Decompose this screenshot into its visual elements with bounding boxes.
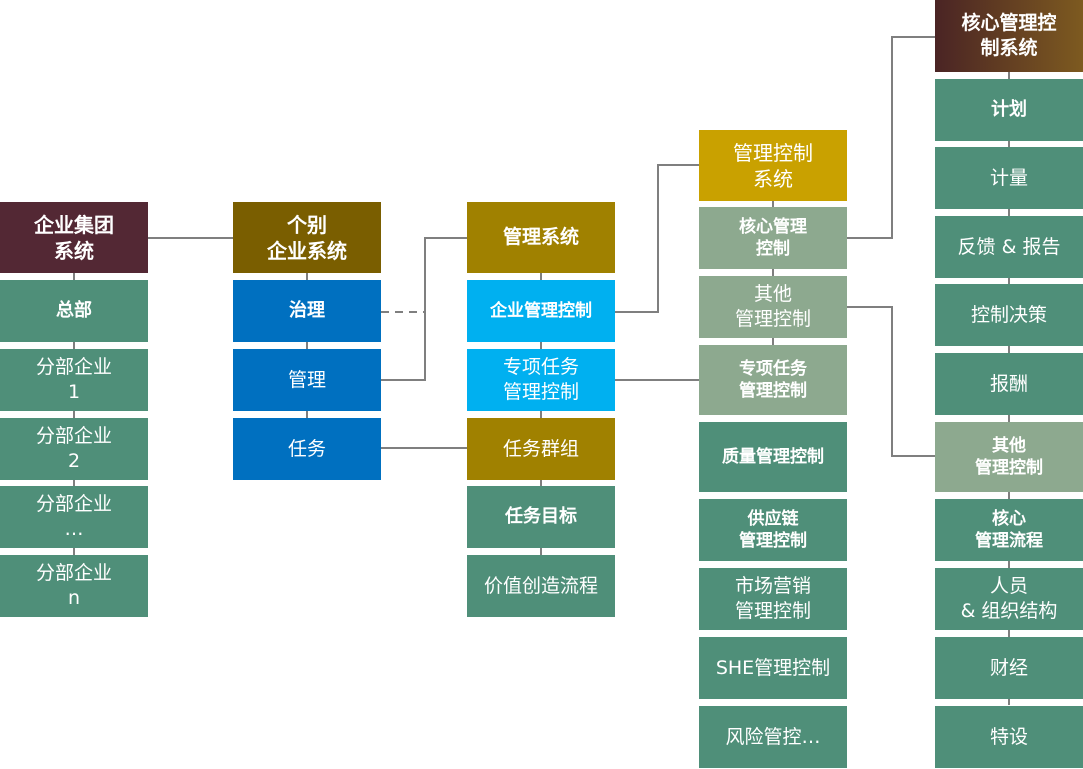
control-item-marketing: 市场营销 管理控制: [699, 568, 847, 630]
individual-item-task: 任务: [233, 418, 381, 480]
core-item-measure: 计量: [935, 147, 1083, 209]
core-item-reward: 报酬: [935, 353, 1083, 415]
control-item-special-task: 专项任务 管理控制: [699, 345, 847, 415]
group-system-header: 企业集团 系统: [0, 202, 148, 273]
core-item-other-control: 其他 管理控制: [935, 422, 1083, 492]
control-item-supply-chain: 供应链 管理控制: [699, 499, 847, 561]
group-item-division-n: 分部企业 n: [0, 555, 148, 617]
core-item-ad-hoc: 特设: [935, 706, 1083, 768]
management-item-special-task-control: 专项任务 管理控制: [467, 349, 615, 411]
core-item-feedback-report: 反馈 & 报告: [935, 216, 1083, 278]
management-item-value-creation: 价值创造流程: [467, 555, 615, 617]
management-item-task-goal: 任务目标: [467, 486, 615, 548]
management-item-enterprise-control: 企业管理控制: [467, 280, 615, 342]
control-system-header: 管理控制 系统: [699, 130, 847, 201]
core-item-control-decision: 控制决策: [935, 284, 1083, 346]
individual-item-management: 管理: [233, 349, 381, 411]
core-system-header: 核心管理控 制系统: [935, 0, 1083, 72]
control-item-quality: 质量管理控制: [699, 422, 847, 492]
control-item-risk: 风险管控…: [699, 706, 847, 768]
line-core-mc-to-core-system: [847, 36, 935, 239]
group-item-division-1: 分部企业 1: [0, 349, 148, 411]
core-item-finance: 财经: [935, 637, 1083, 699]
line-enterprise-control-to-mc-system: [615, 164, 699, 313]
group-item-headquarters: 总部: [0, 280, 148, 342]
group-item-division-2: 分部企业 2: [0, 418, 148, 480]
management-item-task-group: 任务群组: [467, 418, 615, 480]
individual-system-header: 个别 企业系统: [233, 202, 381, 273]
control-item-other: 其他 管理控制: [699, 276, 847, 338]
line-management-to-mgmt-system: [381, 237, 467, 381]
line-other-mc-link: [847, 306, 935, 457]
core-item-plan: 计划: [935, 79, 1083, 141]
individual-item-governance: 治理: [233, 280, 381, 342]
core-item-core-process: 核心 管理流程: [935, 499, 1083, 561]
management-system-header: 管理系统: [467, 202, 615, 273]
control-item-she: SHE管理控制: [699, 637, 847, 699]
control-item-core: 核心管理 控制: [699, 207, 847, 269]
group-item-division-etc: 分部企业 …: [0, 486, 148, 548]
core-item-people-structure: 人员 & 组织结构: [935, 568, 1083, 630]
